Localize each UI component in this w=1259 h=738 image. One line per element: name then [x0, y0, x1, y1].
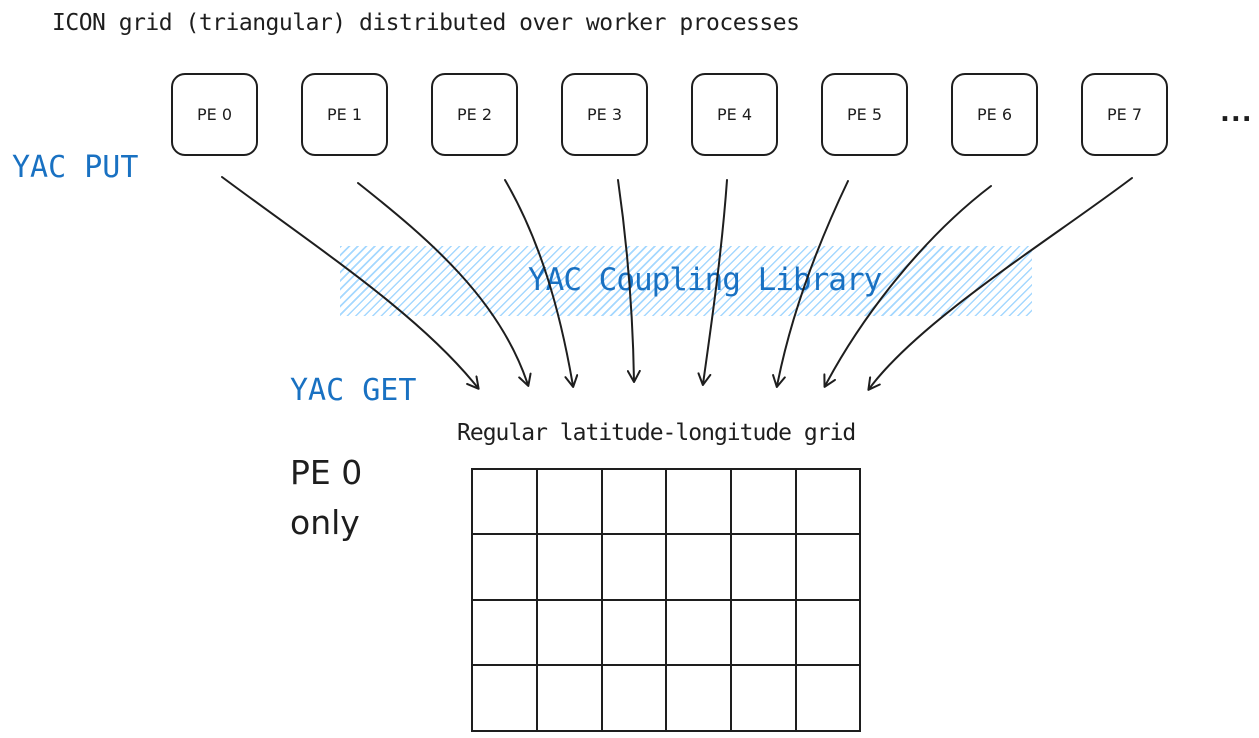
yac-get-label: YAC GET: [290, 373, 417, 408]
process-label: PE 4: [716, 105, 753, 124]
process-label: PE 1: [326, 105, 363, 124]
process-box-pe2: PE 2: [431, 73, 518, 156]
process-label: PE 5: [846, 105, 883, 124]
pe0-only-note: PE 0 only: [290, 448, 362, 548]
process-label: PE 3: [586, 105, 623, 124]
diagram-title: ICON grid (triangular) distributed over …: [52, 10, 800, 36]
flow-arrow-pe3: [617, 179, 641, 383]
process-box-pe0: PE 0: [171, 73, 258, 156]
pe0-only-line2: only: [290, 503, 360, 542]
process-box-pe4: PE 4: [691, 73, 778, 156]
process-box-pe6: PE 6: [951, 73, 1038, 156]
flow-arrow-pe2: [504, 179, 579, 388]
process-box-pe3: PE 3: [561, 73, 648, 156]
process-label: PE 2: [456, 105, 493, 124]
flow-arrow-pe4: [697, 179, 728, 386]
process-box-pe7: PE 7: [1081, 73, 1168, 156]
process-label: PE 6: [976, 105, 1013, 124]
pe0-only-line1: PE 0: [290, 453, 363, 492]
flow-arrow-pe7: [867, 177, 1133, 391]
process-label: PE 7: [1106, 105, 1143, 124]
yac-put-label: YAC PUT: [12, 150, 139, 185]
process-label: PE 0: [196, 105, 233, 124]
process-box-pe1: PE 1: [301, 73, 388, 156]
coupling-library-band: [340, 246, 1032, 316]
process-box-pe5: PE 5: [821, 73, 908, 156]
coupling-library-label: YAC Coupling Library: [528, 262, 882, 298]
flow-arrow-pe1: [357, 182, 532, 387]
flow-arrow-pe5: [772, 180, 849, 388]
grid-label: Regular latitude-longitude grid: [457, 420, 856, 446]
more-processes-ellipsis: ...: [1220, 98, 1253, 128]
flow-arrow-pe0: [221, 176, 480, 390]
flow-arrow-pe6: [823, 185, 992, 388]
